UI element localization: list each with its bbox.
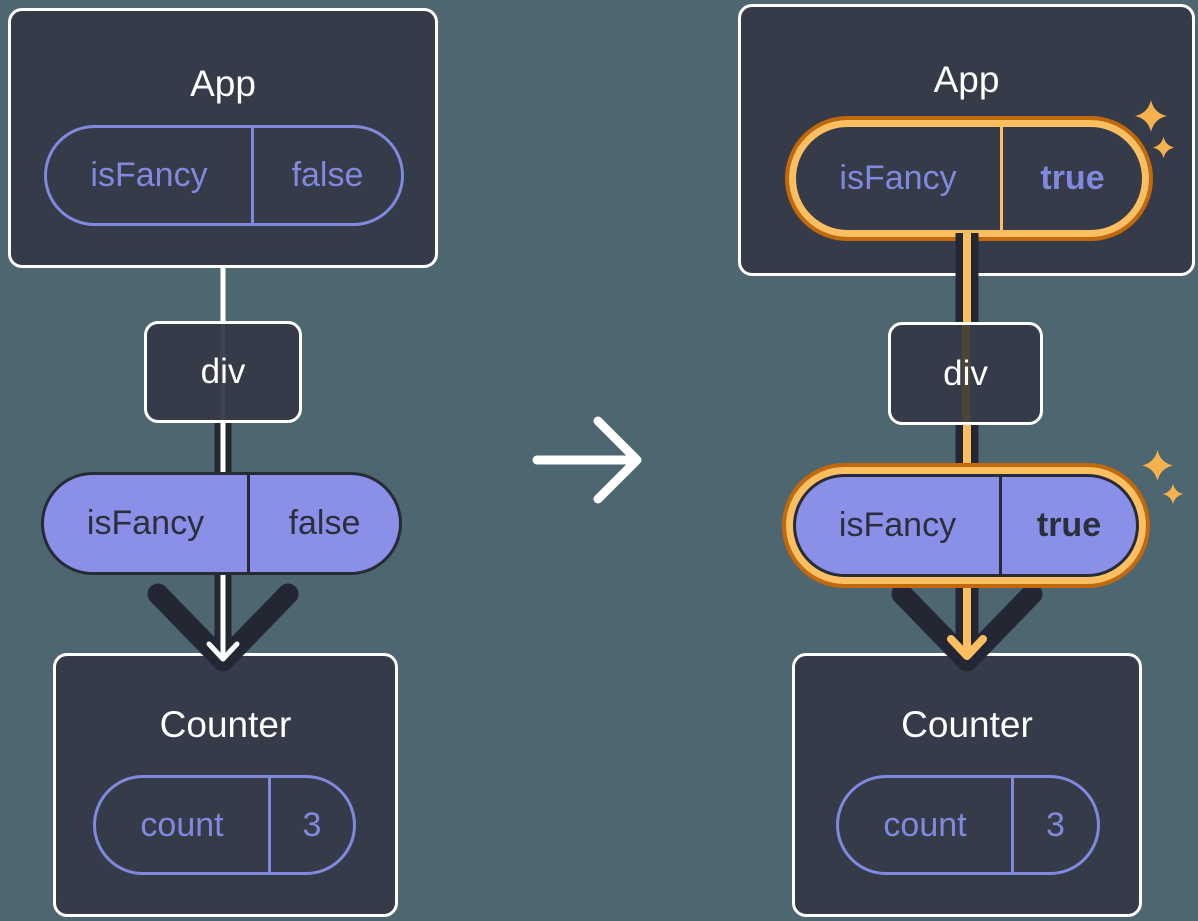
prop-flow-line-highlight <box>955 277 979 324</box>
state-key: count <box>140 805 224 844</box>
sparkle-icon <box>1152 136 1175 159</box>
sparkle-icon <box>1162 483 1184 505</box>
state-key: isFancy <box>90 156 208 194</box>
flow-line-behind-box <box>220 324 226 420</box>
before-counter-state-pill: count 3 <box>93 775 356 875</box>
prop-value: true <box>999 477 1136 574</box>
component-title: div <box>200 352 246 391</box>
after-app-state-pill-highlighted: isFancy true <box>785 116 1153 241</box>
state-value: false <box>251 128 401 223</box>
sparkle-icon <box>1142 450 1173 481</box>
sparkle-icon <box>1135 100 1167 132</box>
flow-line-behind-box <box>961 325 970 422</box>
after-div-box: div <box>888 322 1043 425</box>
prop-key: isFancy <box>838 506 957 544</box>
before-counter-box: Counter count 3 <box>53 653 398 917</box>
state-value: 3 <box>1011 778 1097 872</box>
prop-value: false <box>247 475 399 572</box>
before-div-box: div <box>144 321 302 423</box>
state-value: 3 <box>268 778 353 872</box>
component-title: Counter <box>901 704 1033 745</box>
component-title: div <box>943 353 988 393</box>
before-app-state-pill: isFancy false <box>44 125 404 226</box>
state-key: isFancy <box>839 159 957 197</box>
prop-flow-arrow-highlight <box>891 580 1043 672</box>
component-title: Counter <box>159 704 292 745</box>
state-value: true <box>1000 127 1142 230</box>
prop-key: isFancy <box>86 504 205 542</box>
after-app-box: App isFancy true <box>738 4 1195 276</box>
before-app-box: App isFancy false <box>8 8 438 268</box>
state-key: count <box>883 805 967 844</box>
after-counter-box: Counter count 3 <box>792 653 1142 917</box>
component-title: App <box>190 63 256 104</box>
before-prop-pill: isFancy false <box>41 472 402 575</box>
after-prop-pill-highlighted: isFancy true <box>782 463 1150 588</box>
component-title: App <box>933 59 1000 100</box>
after-counter-state-pill: count 3 <box>836 775 1100 875</box>
prop-flow-arrow <box>147 570 299 672</box>
transition-arrow-icon <box>532 416 642 504</box>
prop-flow-line <box>214 421 232 475</box>
